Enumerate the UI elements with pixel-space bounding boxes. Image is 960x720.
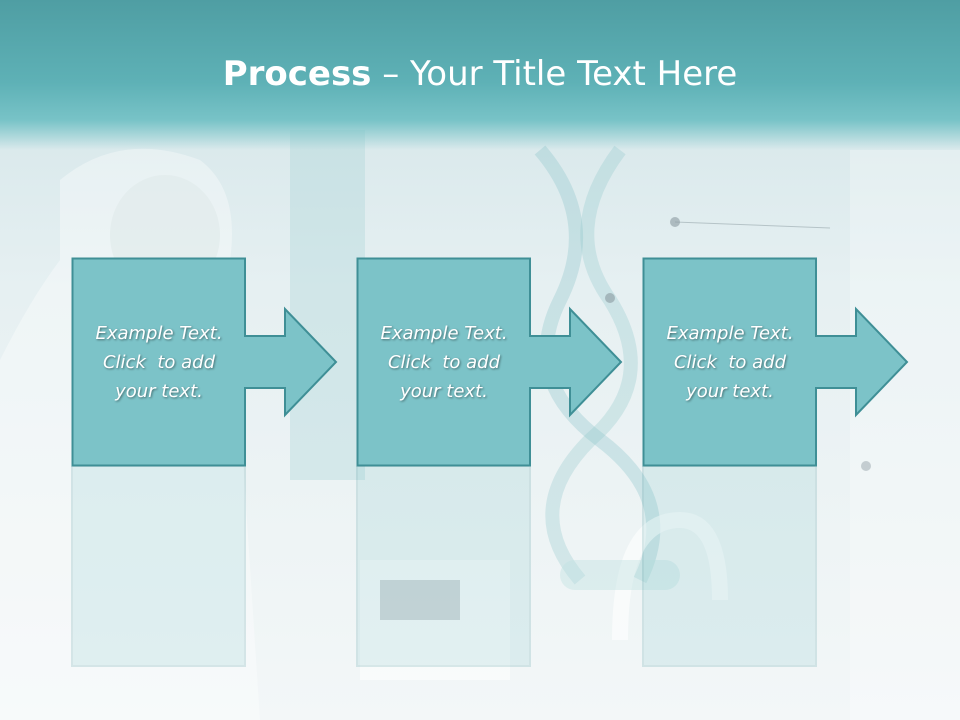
title-text: – Your Title Text Here	[371, 54, 738, 94]
shape-reflection	[71, 466, 817, 667]
slide-title[interactable]: Process – Your Title Text Here	[0, 50, 960, 98]
title-bold: Process	[222, 54, 372, 94]
right-arrow-icon	[356, 257, 623, 467]
title-bar	[0, 0, 960, 150]
right-arrow-icon	[642, 257, 909, 467]
right-arrow-icon	[71, 257, 338, 467]
